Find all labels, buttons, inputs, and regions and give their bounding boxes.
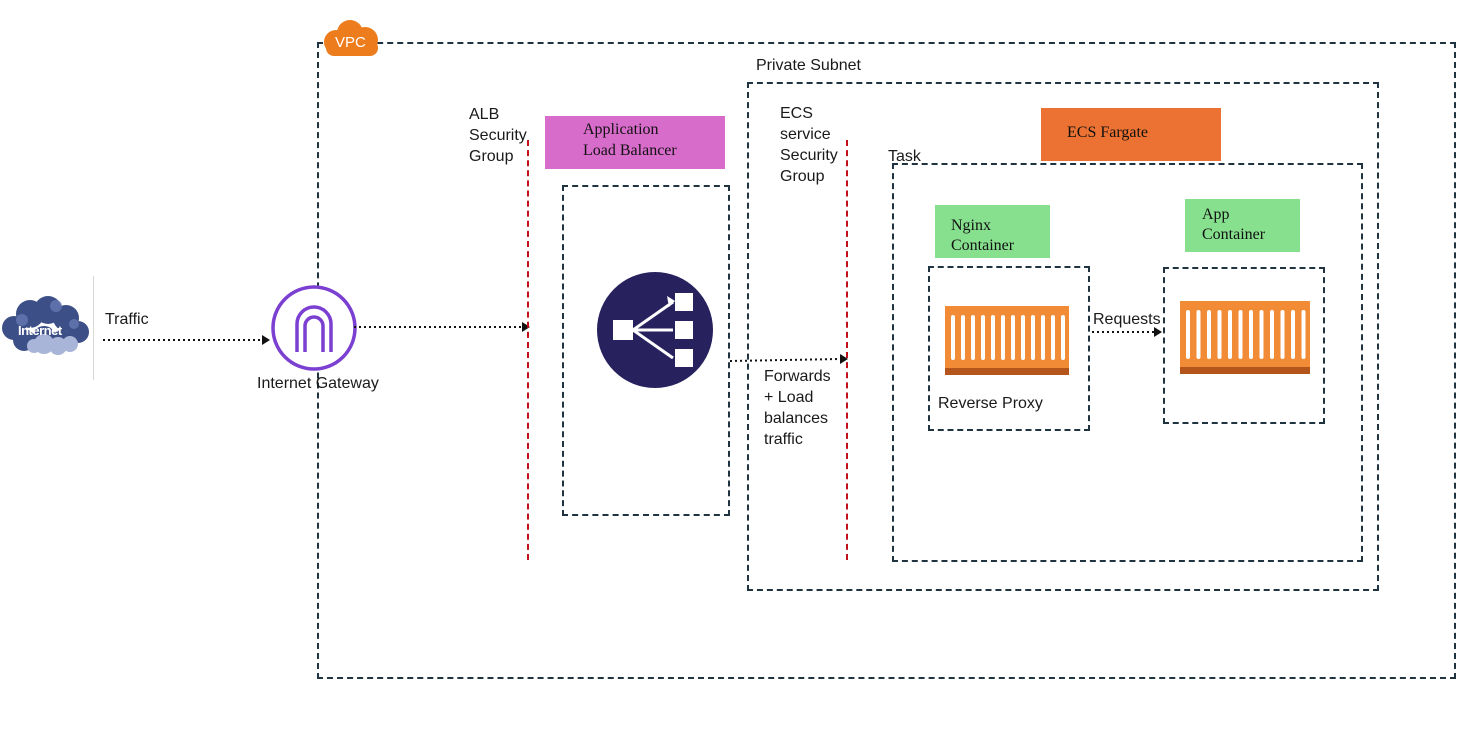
app-container-icon-wrap xyxy=(1180,301,1310,375)
task-box xyxy=(892,163,1363,562)
internet-gateway-icon xyxy=(271,285,357,371)
app-header: App Container xyxy=(1185,199,1300,252)
container-icon xyxy=(1180,301,1310,374)
vpc-cloud-icon xyxy=(324,20,378,56)
ecs-fargate-label: ECS Fargate xyxy=(1067,124,1149,141)
internet-gateway xyxy=(270,284,358,372)
app-label: App Container xyxy=(1202,206,1266,243)
vpc-badge-label: VPC xyxy=(335,34,366,51)
requests-label: Requests xyxy=(1093,311,1161,328)
task-label: Task xyxy=(888,148,921,165)
load-balancer-label: Application Load Balancer xyxy=(583,121,677,159)
traffic-arrow xyxy=(103,335,270,345)
container-icon xyxy=(945,306,1069,375)
internet-cloud-icon xyxy=(2,296,89,355)
ecs-security-group-line xyxy=(846,140,848,560)
load-balancer-box xyxy=(562,185,730,516)
nginx-caption: Reverse Proxy xyxy=(938,395,1043,412)
internet-divider xyxy=(93,276,94,380)
alb-security-group-label: ALB Security Group xyxy=(469,106,527,165)
alb-to-ecs-arrow xyxy=(729,354,848,364)
requests-arrow xyxy=(1092,327,1162,337)
nginx-box xyxy=(928,266,1090,431)
internet-label: Internet xyxy=(18,323,62,338)
nginx-header: Nginx Container xyxy=(935,205,1050,258)
ecs-fargate-header: ECS Fargate xyxy=(1041,108,1221,161)
internet-cloud: Internet xyxy=(0,294,92,360)
forwards-label: Forwards + Load balances traffic xyxy=(764,368,831,448)
nginx-container-icon-wrap xyxy=(945,306,1069,376)
igw-to-alb-arrow xyxy=(354,322,530,332)
app-box xyxy=(1163,267,1325,424)
nginx-label: Nginx Container xyxy=(951,217,1015,254)
alb-security-group-line xyxy=(527,140,529,560)
private-subnet-label: Private Subnet xyxy=(756,57,861,74)
ecs-security-group-label: ECS service Security Group xyxy=(780,105,838,185)
load-balancer-header: Application Load Balancer xyxy=(545,116,725,169)
vpc-badge: VPC xyxy=(320,18,382,58)
load-balancer-icon-wrap xyxy=(597,272,713,388)
private-subnet-box xyxy=(747,82,1379,591)
traffic-label: Traffic xyxy=(105,311,149,328)
load-balancer-icon xyxy=(597,272,713,388)
internet-gateway-label: Internet Gateway xyxy=(257,375,379,392)
